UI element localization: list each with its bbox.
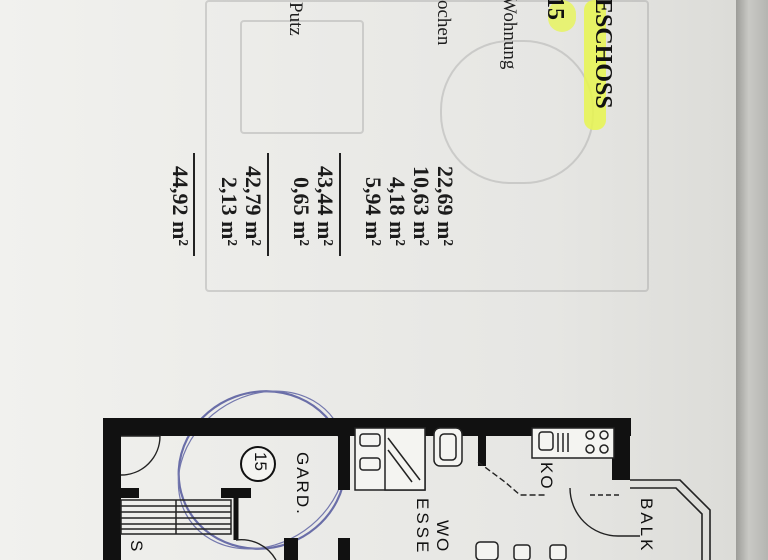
wall — [338, 434, 350, 490]
highlighter-mark — [584, 0, 606, 130]
sum-rule — [339, 153, 341, 256]
label-ko: KO — [537, 462, 556, 491]
label-s: S — [127, 540, 146, 552]
sum-rule — [193, 153, 195, 256]
show-through-room — [240, 20, 364, 134]
label-gard: GARD. — [293, 452, 312, 516]
label-wo: WO — [433, 520, 452, 554]
label-balk: BALK — [637, 498, 656, 554]
wall — [284, 538, 298, 560]
wall — [338, 538, 350, 560]
wall — [612, 418, 630, 480]
room-number: 15 — [251, 452, 270, 471]
label-esse: ESSE — [413, 498, 432, 556]
service-line — [477, 461, 545, 496]
room-number-circle — [240, 446, 276, 482]
page-edge — [736, 0, 768, 560]
wall — [478, 434, 486, 466]
sum-rule — [267, 153, 269, 256]
highlighter-mark — [548, 0, 576, 32]
wall — [103, 418, 631, 436]
wall — [103, 488, 139, 498]
show-through-plan — [205, 0, 649, 292]
